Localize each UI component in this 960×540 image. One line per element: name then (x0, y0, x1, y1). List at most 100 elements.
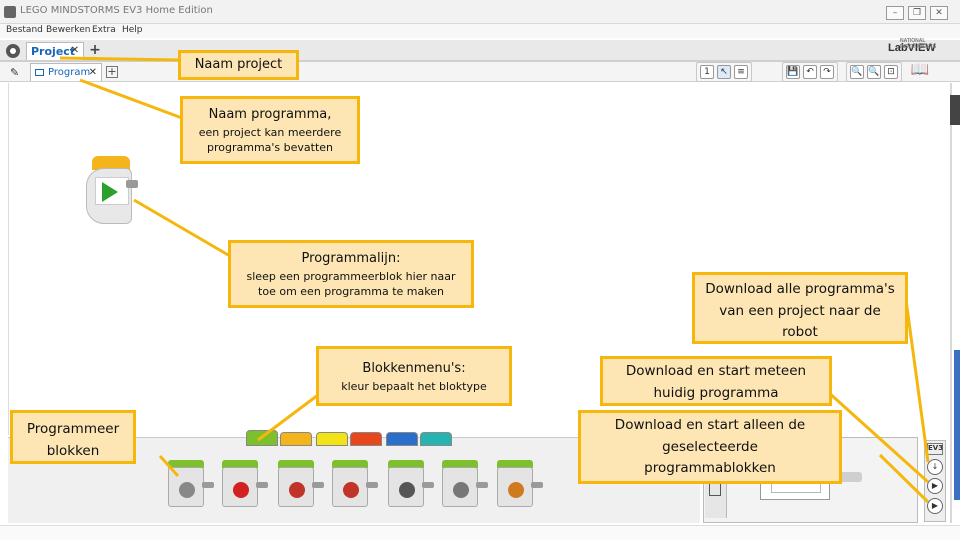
content-editor-book-icon[interactable]: 📖 (910, 60, 930, 78)
start-block-body (86, 168, 132, 224)
start-block-top (92, 156, 130, 170)
callout-download-all-text: Download alle programma's van een projec… (705, 281, 895, 341)
lobby-home-icon[interactable] (6, 44, 20, 58)
block-body (278, 467, 314, 507)
block-header (222, 460, 258, 468)
callout-programming-blocks-text: Programmeer blokken (26, 421, 120, 459)
callout-download-selected-text: Download en start alleen de geselecteerd… (614, 417, 806, 477)
close-program-icon[interactable]: ✕ (88, 67, 97, 78)
start-block-inner (95, 177, 129, 205)
callout-programming-blocks: Programmeer blokken (10, 410, 136, 464)
maximize-button[interactable]: ❐ (908, 6, 926, 20)
block-header (442, 460, 478, 468)
callout-block-menu-sub: kleur bepaalt het bloktype (341, 379, 487, 393)
save-button[interactable]: 💾 (786, 65, 800, 79)
callout-program-name-title: Naam programma, (208, 107, 332, 122)
callout-download-run: Download en start meteen huidig programm… (600, 356, 832, 406)
add-program-button[interactable]: + (106, 65, 118, 78)
app-icon (4, 6, 16, 18)
move-steering-block[interactable] (278, 460, 326, 510)
play-icon (102, 182, 118, 202)
block-body (442, 467, 478, 507)
menu-edit[interactable]: Bewerken (46, 25, 91, 35)
block-icon (289, 482, 305, 498)
add-project-button[interactable]: + (89, 42, 101, 58)
right-edge-dark (950, 95, 960, 125)
palette-tab-1[interactable] (246, 430, 278, 446)
large-motor-block[interactable] (222, 460, 270, 510)
taskbar-edge (0, 525, 960, 540)
move-tank-block[interactable] (332, 460, 380, 510)
brand-tagline: NATIONAL INSTRUMENTS (900, 38, 937, 50)
block-header (388, 460, 424, 468)
ev3-label: EV3 (927, 443, 943, 455)
block-header (332, 460, 368, 468)
window-title: LEGO MINDSTORMS EV3 Home Edition (20, 5, 213, 16)
project-tab-bar (0, 40, 960, 62)
port-view-icon[interactable] (709, 482, 721, 496)
zoom-fit-button[interactable]: ⊡ (884, 65, 898, 79)
brand-logo-text: LabVIEW (888, 42, 936, 54)
palette-tab-5[interactable] (386, 432, 418, 446)
close-project-icon[interactable]: ✕ (70, 45, 79, 56)
pan-button[interactable]: ≡ (734, 65, 748, 79)
program-tab-label: Program (48, 67, 91, 78)
block-body (332, 467, 368, 507)
labview-logo: NATIONAL INSTRUMENTS LabVIEW (888, 38, 954, 58)
callout-block-menu: Blokkenmenu's: kleur bepaalt het bloktyp… (316, 346, 512, 406)
palette-tab-6[interactable] (420, 432, 452, 446)
program-icon (35, 69, 44, 76)
block-body (388, 467, 424, 507)
undo-button[interactable]: ↶ (803, 65, 817, 79)
menu-bar: Bestand Bewerken Extra Help (0, 24, 960, 38)
block-header (168, 460, 204, 468)
project-properties-wrench-icon[interactable]: ✎ (10, 66, 20, 79)
block-icon (453, 482, 469, 498)
callout-program-line-title: Programmalijn: (301, 251, 401, 266)
callout-project-name: Naam project (178, 50, 299, 80)
select-button[interactable]: ↖ (717, 65, 731, 79)
zoom-in-button[interactable]: 🔍 (867, 65, 881, 79)
block-plug (202, 482, 214, 488)
sound-block[interactable] (442, 460, 490, 510)
callout-program-line-sub: sleep een programmeerblok hier naar toe … (246, 269, 456, 299)
menu-tools[interactable]: Extra (92, 25, 116, 35)
block-plug (531, 482, 543, 488)
zoom-out-button[interactable]: 🔍 (850, 65, 864, 79)
program-tab[interactable]: Program ✕ (30, 63, 102, 81)
menu-file[interactable]: Bestand (6, 25, 43, 35)
block-icon (179, 482, 195, 498)
medium-motor-block[interactable] (168, 460, 216, 510)
toolbar-group-zoom: 🔍 🔍 ⊡ (846, 62, 902, 82)
run-selected-button[interactable]: ▶ (927, 498, 943, 514)
palette-tab-3[interactable] (316, 432, 348, 446)
sequence-plug[interactable] (126, 180, 138, 188)
project-tab-label: Project (31, 45, 76, 58)
download-and-run-button[interactable]: ▶ (927, 478, 943, 494)
block-plug (422, 482, 434, 488)
redo-button[interactable]: ↷ (820, 65, 834, 79)
block-icon (233, 482, 249, 498)
comment-button[interactable]: 1 (700, 65, 714, 79)
toolbar-group-comment: 1 ↖ ≡ (696, 62, 752, 82)
display-block[interactable] (388, 460, 436, 510)
block-icon (343, 482, 359, 498)
callout-download-selected: Download en start alleen de geselecteerd… (578, 410, 842, 484)
block-icon (508, 482, 524, 498)
project-tab[interactable]: Project ✕ (26, 42, 84, 60)
start-block[interactable] (86, 156, 138, 224)
minimize-button[interactable]: – (886, 6, 904, 20)
right-edge-blue (954, 350, 960, 500)
brick-status-light-block[interactable] (497, 460, 545, 510)
menu-help[interactable]: Help (122, 25, 143, 35)
palette-tab-4[interactable] (350, 432, 382, 446)
callout-program-name-sub: een project kan meerdere programma's bev… (198, 125, 342, 155)
download-button[interactable]: ↓ (927, 459, 943, 475)
callout-download-run-text: Download en start meteen huidig programm… (625, 363, 807, 401)
block-body (222, 467, 258, 507)
block-plug (476, 482, 488, 488)
block-plug (366, 482, 378, 488)
palette-tab-2[interactable] (280, 432, 312, 446)
close-window-button[interactable]: ✕ (930, 6, 948, 20)
callout-program-name: Naam programma, een project kan meerdere… (180, 96, 360, 164)
